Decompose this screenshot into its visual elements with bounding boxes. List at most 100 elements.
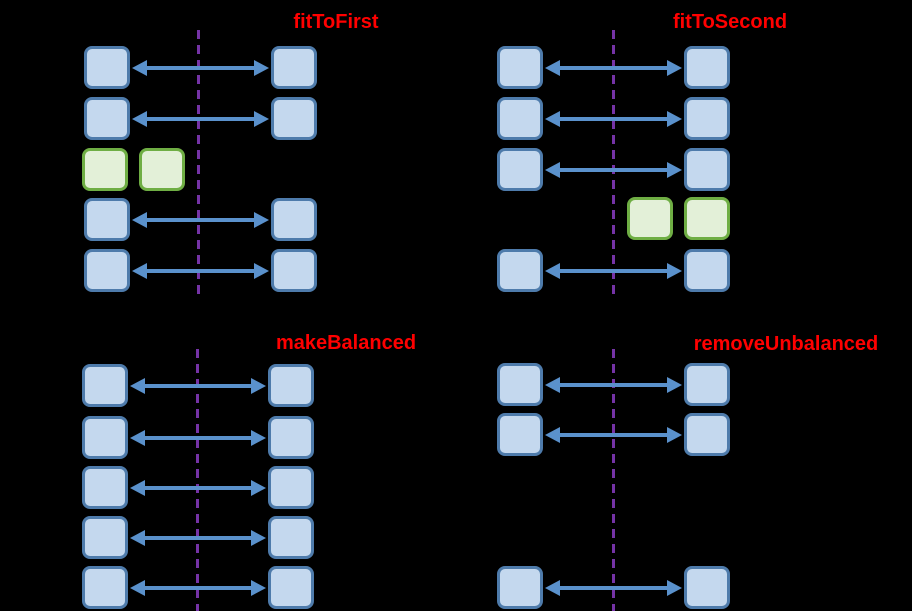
mapped-node-box [684, 249, 730, 292]
arrow-right-head [667, 60, 682, 76]
arrow-shaft [558, 66, 669, 70]
arrow-left-head [130, 378, 145, 394]
mapped-node-box [497, 97, 543, 140]
mapping-arrow [545, 162, 682, 178]
arrow-shaft [143, 486, 253, 490]
mapped-node-box [684, 566, 730, 609]
mapping-arrow [545, 377, 682, 393]
arrow-right-head [254, 212, 269, 228]
center-dashed-line [612, 30, 615, 296]
arrow-left-head [130, 430, 145, 446]
arrow-right-head [254, 111, 269, 127]
mapped-node-box [684, 97, 730, 140]
arrow-left-head [545, 580, 560, 596]
arrow-right-head [251, 430, 266, 446]
arrow-right-head [667, 580, 682, 596]
arrow-shaft [145, 117, 256, 121]
arrow-right-head [251, 530, 266, 546]
mapping-arrow [545, 580, 682, 596]
mapping-arrow [130, 530, 266, 546]
arrow-shaft [558, 117, 669, 121]
arrow-left-head [132, 263, 147, 279]
arrow-shaft [143, 436, 253, 440]
mapped-node-box [271, 198, 317, 241]
mapping-arrow [132, 263, 269, 279]
mapped-node-box [684, 46, 730, 89]
mapping-arrow [545, 427, 682, 443]
mapped-node-box [268, 466, 314, 509]
mapped-node-box [84, 249, 130, 292]
mapped-node-box [82, 416, 128, 459]
mapped-node-box [684, 148, 730, 191]
mapped-node-box [268, 516, 314, 559]
added-node-box [139, 148, 185, 191]
arrow-right-head [667, 427, 682, 443]
mapped-node-box [82, 566, 128, 609]
arrow-left-head [132, 60, 147, 76]
arrow-shaft [145, 269, 256, 273]
arrow-right-head [254, 60, 269, 76]
center-dashed-line [612, 349, 615, 611]
arrow-left-head [132, 111, 147, 127]
mapping-arrow [545, 263, 682, 279]
arrow-shaft [558, 586, 669, 590]
mapped-node-box [497, 566, 543, 609]
arrow-left-head [130, 530, 145, 546]
mapped-node-box [497, 46, 543, 89]
arrow-right-head [667, 263, 682, 279]
added-node-box [684, 197, 730, 240]
panel-title-fitToFirst: fitToFirst [293, 11, 379, 33]
mapped-node-box [684, 363, 730, 406]
mapping-arrow [130, 430, 266, 446]
mapped-node-box [84, 46, 130, 89]
mapping-arrow [130, 580, 266, 596]
mapped-node-box [268, 416, 314, 459]
mapping-arrow [130, 378, 266, 394]
arrow-right-head [667, 377, 682, 393]
mapped-node-box [268, 364, 314, 407]
arrow-left-head [545, 60, 560, 76]
added-node-box [627, 197, 673, 240]
mapping-arrow [132, 212, 269, 228]
center-dashed-line [196, 349, 199, 611]
mapping-arrow [545, 111, 682, 127]
arrow-left-head [130, 580, 145, 596]
arrow-shaft [558, 168, 669, 172]
arrow-right-head [251, 580, 266, 596]
arrow-shaft [558, 383, 669, 387]
mapped-node-box [268, 566, 314, 609]
added-node-box [82, 148, 128, 191]
arrow-shaft [558, 269, 669, 273]
mapping-arrow [545, 60, 682, 76]
arrow-right-head [251, 378, 266, 394]
mapped-node-box [271, 46, 317, 89]
arrow-left-head [545, 377, 560, 393]
mapping-arrow [132, 60, 269, 76]
arrow-left-head [545, 111, 560, 127]
arrow-shaft [145, 66, 256, 70]
arrow-shaft [145, 218, 256, 222]
arrow-left-head [545, 427, 560, 443]
mapped-node-box [497, 413, 543, 456]
arrow-shaft [143, 586, 253, 590]
mapping-arrow [132, 111, 269, 127]
arrow-left-head [545, 162, 560, 178]
arrow-shaft [558, 433, 669, 437]
panel-title-removeUnbalanced: removeUnbalanced [693, 333, 879, 355]
mapped-node-box [82, 516, 128, 559]
panel-title-makeBalanced: makeBalanced [275, 332, 417, 354]
arrow-shaft [143, 536, 253, 540]
arrow-right-head [667, 111, 682, 127]
mapped-node-box [84, 198, 130, 241]
mapped-node-box [84, 97, 130, 140]
mapped-node-box [684, 413, 730, 456]
arrow-right-head [251, 480, 266, 496]
mapped-node-box [271, 249, 317, 292]
mapped-node-box [497, 363, 543, 406]
arrow-right-head [667, 162, 682, 178]
arrow-left-head [132, 212, 147, 228]
